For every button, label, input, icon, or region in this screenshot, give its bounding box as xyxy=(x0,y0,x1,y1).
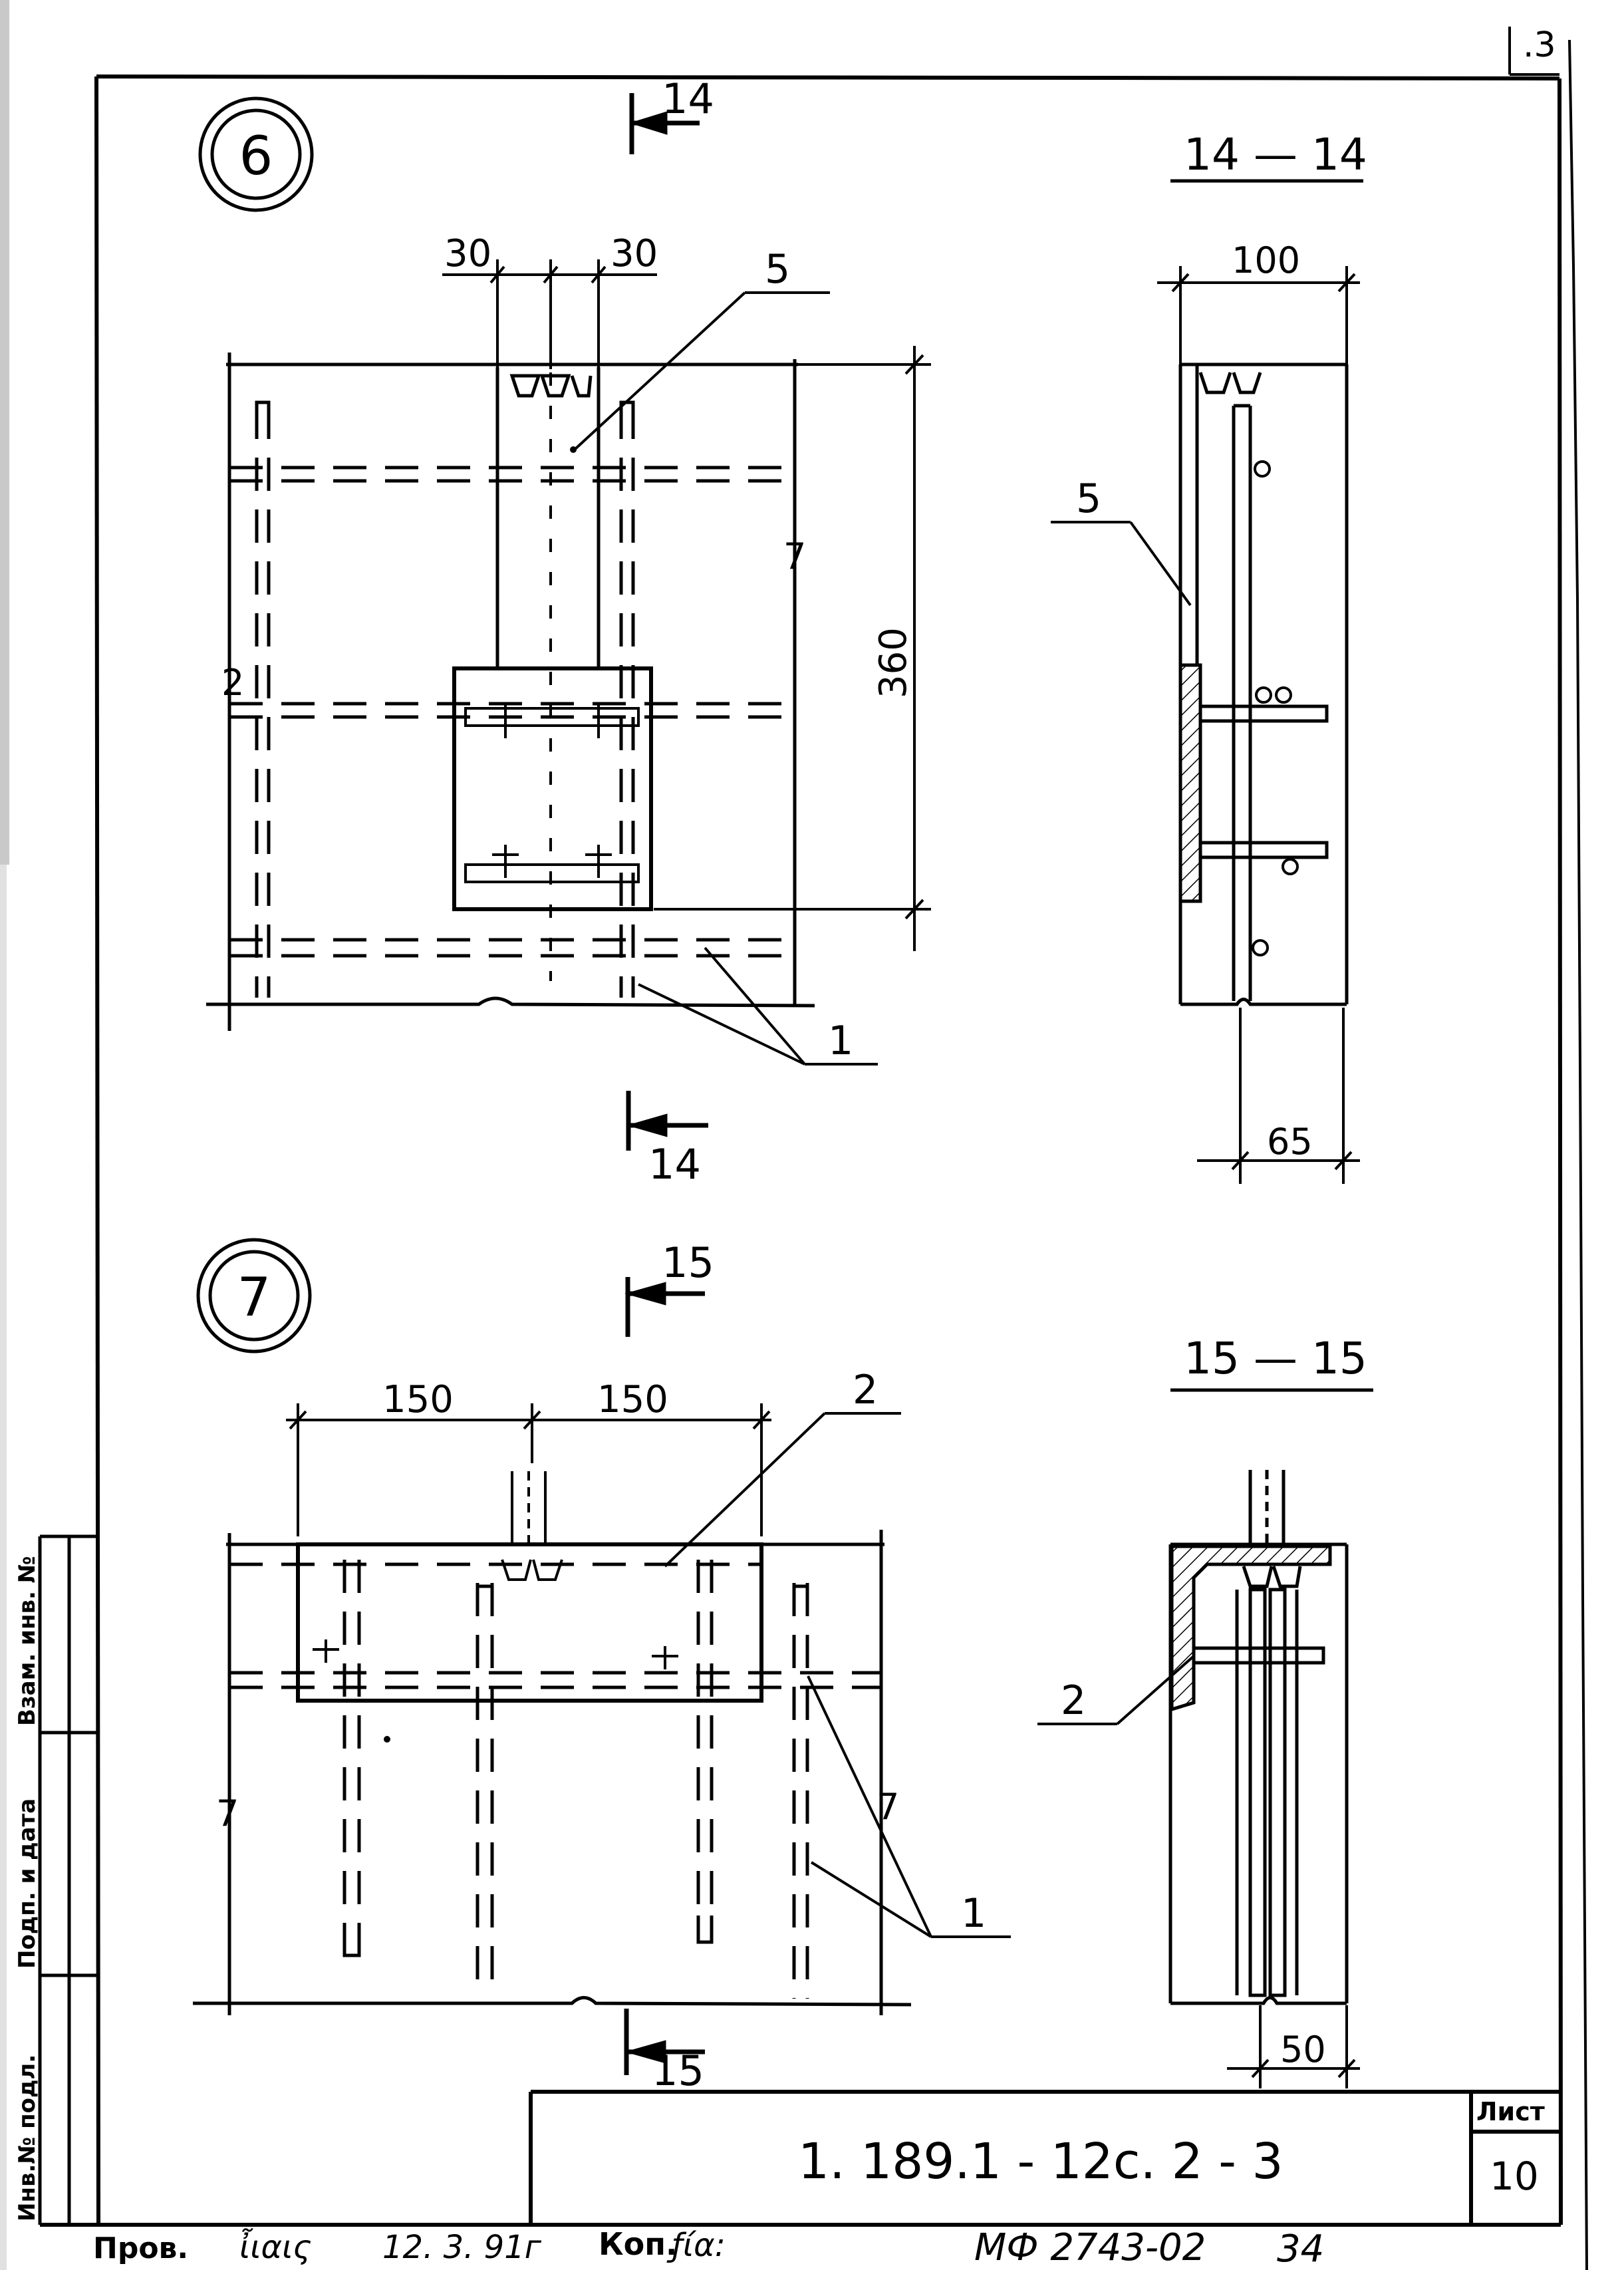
corner-tab xyxy=(1508,27,1559,76)
node7-plate-dot xyxy=(384,1736,390,1743)
side-stamp-table xyxy=(38,1534,98,2225)
node7-break-mark-left: 7 xyxy=(216,1792,239,1834)
node6-leader-5 xyxy=(574,291,830,450)
section14-leader-5 xyxy=(1051,521,1192,607)
section14-rebar-circles xyxy=(1252,460,1299,956)
node7-leader-2 xyxy=(664,1412,901,1568)
node7-section-label-top: 15 xyxy=(662,1238,714,1287)
section15-dim-offset-value: 50 xyxy=(1280,2029,1326,2070)
sheet-number: 10 xyxy=(1490,2154,1539,2199)
node7-rebar-hook-a xyxy=(475,1584,494,1610)
node7-section-marker-bottom xyxy=(624,2009,705,2075)
node6-dim-right: 30 xyxy=(610,232,658,275)
footer-checked-label: Пров. xyxy=(93,2231,188,2265)
footer-check-date: 12. 3. 91г xyxy=(382,2229,542,2266)
node6-section-label-top: 14 xyxy=(662,74,714,123)
node7-callout: 7 xyxy=(196,1238,312,1353)
node6-dim-left: 30 xyxy=(444,232,491,275)
node7-dim-right: 150 xyxy=(597,1378,668,1421)
node7-weld-marks xyxy=(313,1639,678,1669)
node6-dim-top xyxy=(442,259,657,369)
archive-suffix: 34 xyxy=(1277,2227,1324,2270)
stamp-sign-date: Подп. и дата xyxy=(14,1798,41,1969)
section15-leader-2-label: 2 xyxy=(1061,1677,1086,1724)
node6-plate5-strap xyxy=(495,367,601,668)
section15-title: 15 — 15 xyxy=(1184,1333,1367,1384)
node7-section-label-bottom: 15 xyxy=(652,2047,704,2095)
node6-leader-1 xyxy=(638,946,878,1065)
section14-plate xyxy=(1178,663,1202,903)
node7-rebar-vertical xyxy=(342,1560,809,1999)
section14-dim-width xyxy=(1157,266,1360,366)
node7-callout-inner xyxy=(208,1250,300,1342)
archive-code: МФ 2743-02 xyxy=(974,2226,1206,2269)
node6-dim-height-value: 360 xyxy=(872,627,915,698)
node6-slab xyxy=(206,353,815,1031)
node7-number: 7 xyxy=(237,1266,271,1328)
node7-leader-2-label: 2 xyxy=(853,1367,878,1413)
node6-leader-5-label: 5 xyxy=(765,246,790,293)
node6-leader-1-label: 1 xyxy=(828,1018,853,1064)
section15-anchor-rods xyxy=(1192,1566,1325,1997)
node7-break-mark-right: 7 xyxy=(877,1786,899,1828)
node7-leader-1 xyxy=(807,1675,1011,1938)
section14-title: 14 — 14 xyxy=(1184,129,1367,180)
title-block xyxy=(529,2090,1559,2225)
section14-leader-5-label: 5 xyxy=(1076,476,1101,522)
node7-rebar-hook-b xyxy=(792,1584,809,1610)
node7-dim-top xyxy=(286,1403,771,1536)
section15-leader-2 xyxy=(1037,1655,1195,1725)
node6-rebar-hook-left xyxy=(255,400,271,426)
node6-section-label-bottom: 14 xyxy=(648,1140,701,1189)
node6-section-marker-top xyxy=(629,93,700,154)
node6-rebar-vertical xyxy=(255,406,635,998)
document-code: 1. 189.1 - 12с. 2 - 3 xyxy=(798,2133,1284,2190)
section14-anchor-rods xyxy=(1198,404,1329,1001)
node7-section-marker-top xyxy=(624,1277,705,1337)
node6-break-mark-right: 7 xyxy=(783,535,806,577)
node6-plate-anchors xyxy=(464,705,640,883)
stamp-inv-orig: Инв.№ подл. xyxy=(14,2055,41,2221)
section14-dim-offset xyxy=(1197,1008,1360,1184)
node7-rebar-hook-d xyxy=(696,1915,714,1944)
stamp-replace-inv: Взам. инв. № xyxy=(14,1556,41,1726)
node6-callout-outer xyxy=(198,96,314,212)
node6-embedded-plate xyxy=(452,666,653,911)
node6-callout-inner xyxy=(210,108,302,200)
footer-copy-label: Коп. xyxy=(599,2226,677,2262)
node6-callout: 6 xyxy=(198,96,314,212)
footer-copier-signature: ƒία: xyxy=(666,2227,726,2264)
section15-angle xyxy=(1170,1544,1332,1712)
node7-bolt xyxy=(501,1471,563,1581)
scan-edge-shadow-lower xyxy=(0,865,7,2270)
scan-edge-shadow xyxy=(0,0,9,865)
node7-rebar-hook-c xyxy=(342,1929,361,1957)
sheet-number-label: Лист xyxy=(1476,2097,1545,2126)
sheet-frame xyxy=(40,39,1588,2270)
node7-callout-outer xyxy=(196,1238,312,1353)
sheet-corner-number: .3 xyxy=(1523,25,1556,65)
node7-slab xyxy=(193,1530,912,2015)
node6-section-marker-bottom xyxy=(626,1091,708,1151)
node6-dim-height xyxy=(654,346,931,951)
node7-dim-left: 150 xyxy=(382,1378,454,1421)
section15-dim-offset xyxy=(1227,2005,1360,2088)
section14-dim-width-value: 100 xyxy=(1232,239,1300,281)
footer-checker-signature: ἶιαις xyxy=(239,2229,312,2266)
node6-rebar-horizontal xyxy=(229,466,795,958)
node7-leader-1-label: 1 xyxy=(961,1890,986,1937)
node6-break-mark-left: 2 xyxy=(221,662,244,704)
node7-rebar-horizontal xyxy=(229,1562,881,1689)
node6-number: 6 xyxy=(239,125,273,187)
section14-dim-offset-value: 65 xyxy=(1267,1121,1313,1163)
